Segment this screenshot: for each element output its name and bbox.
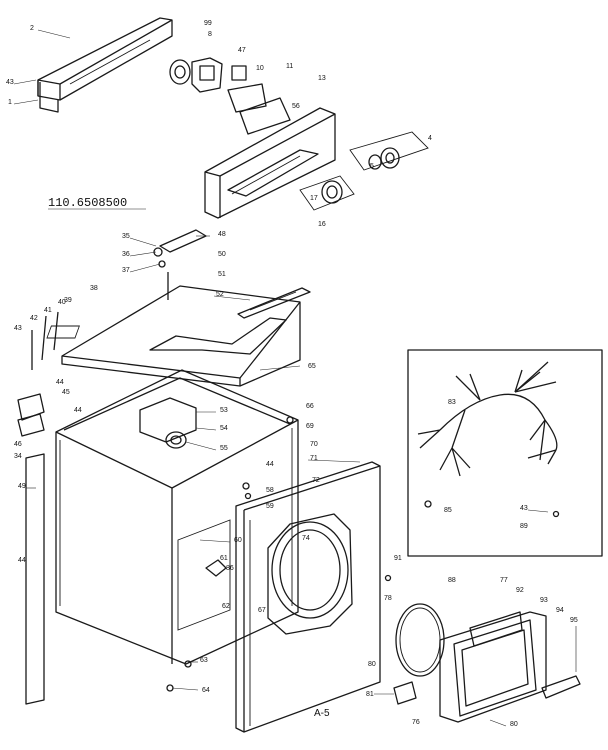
callout-60: 60 <box>234 537 242 544</box>
callout-50: 50 <box>218 251 226 258</box>
callout-10: 10 <box>256 65 264 72</box>
callout-44a: 44 <box>56 379 64 386</box>
callout-40: 40 <box>58 299 66 306</box>
callout-46: 46 <box>14 441 22 448</box>
callout-43b: 43 <box>14 325 22 332</box>
callout-36: 36 <box>122 251 130 258</box>
callout-47: 47 <box>238 47 246 54</box>
callout-62: 62 <box>222 603 230 610</box>
callout-44d: 44 <box>18 557 26 564</box>
wire-harness-inset <box>407 349 603 557</box>
callout-63: 63 <box>200 657 208 664</box>
blower-assembly <box>139 397 197 449</box>
control-panel <box>204 107 336 219</box>
callout-72: 72 <box>312 477 320 484</box>
callout-95: 95 <box>570 617 578 624</box>
small-fasteners <box>166 416 392 692</box>
callout-99: 99 <box>204 20 212 27</box>
callout-35: 35 <box>122 233 130 240</box>
callout-1: 1 <box>8 99 12 106</box>
callout-58: 58 <box>266 487 274 494</box>
door-handle <box>541 675 581 699</box>
callout-85: 85 <box>444 507 452 514</box>
callout-43: 43 <box>6 79 14 86</box>
callout-53: 53 <box>220 407 228 414</box>
callout-71: 71 <box>310 455 318 462</box>
callout-38: 38 <box>90 285 98 292</box>
callout-89: 89 <box>520 523 528 530</box>
console-backsplash <box>37 17 173 113</box>
callout-41: 41 <box>44 307 52 314</box>
figure-label: A-5 <box>314 708 330 719</box>
cabinet <box>55 369 299 665</box>
callout-5: 5 <box>370 163 374 170</box>
callout-56: 56 <box>292 103 300 110</box>
left-brackets <box>17 311 59 437</box>
callout-4: 4 <box>428 135 432 142</box>
callout-2: 2 <box>30 25 34 32</box>
callout-55: 55 <box>220 445 228 452</box>
leader-lines <box>13 29 577 727</box>
timer-knob-assembly <box>169 57 291 135</box>
callout-44c: 44 <box>266 461 274 468</box>
callout-80b: 80 <box>510 721 518 728</box>
callout-49: 49 <box>18 483 26 490</box>
callout-42: 42 <box>30 315 38 322</box>
callout-94: 94 <box>556 607 564 614</box>
callout-54: 54 <box>220 425 228 432</box>
callout-65: 65 <box>308 363 316 370</box>
callout-61: 61 <box>220 555 228 562</box>
door-seal <box>395 603 445 677</box>
callout-17: 17 <box>310 195 318 202</box>
callout-92: 92 <box>516 587 524 594</box>
dial-knob <box>299 175 355 211</box>
selector-knob <box>349 131 429 171</box>
callout-64: 64 <box>202 687 210 694</box>
callout-11: 11 <box>286 63 293 70</box>
callout-45: 45 <box>62 389 70 396</box>
callout-59: 59 <box>266 503 274 510</box>
lid-hinge-bracket <box>153 229 207 300</box>
callout-13: 13 <box>318 75 326 82</box>
callout-43c: 43 <box>520 505 528 512</box>
callout-16: 16 <box>318 221 326 228</box>
callout-48: 48 <box>218 231 226 238</box>
front-panel <box>235 461 381 733</box>
callout-8: 8 <box>208 31 212 38</box>
callout-83: 83 <box>448 399 456 406</box>
side-panel <box>25 453 45 705</box>
callout-76: 76 <box>412 719 420 726</box>
callout-39: 39 <box>64 297 72 304</box>
callout-91: 91 <box>394 555 402 562</box>
callouts: 2 99 8 43 1 47 10 11 56 13 5 4 17 16 35 … <box>6 20 578 728</box>
door-hinge <box>393 681 417 705</box>
callout-44b: 44 <box>74 407 82 414</box>
callout-80: 80 <box>368 661 376 668</box>
callout-66: 66 <box>306 403 314 410</box>
top-panel <box>46 285 301 387</box>
callout-78: 78 <box>384 595 392 602</box>
callout-69: 69 <box>306 423 314 430</box>
callout-86: 86 <box>226 565 234 572</box>
callout-67: 67 <box>258 607 266 614</box>
callout-34: 34 <box>14 453 22 460</box>
callout-88: 88 <box>448 577 456 584</box>
callout-74: 74 <box>302 535 310 542</box>
model-number: 110.6508500 <box>48 196 127 210</box>
callout-77: 77 <box>500 577 508 584</box>
callout-81: 81 <box>366 691 374 698</box>
callout-51: 51 <box>218 271 226 278</box>
loading-door <box>439 611 547 723</box>
lint-screen <box>237 287 311 319</box>
callout-93: 93 <box>540 597 548 604</box>
callout-70: 70 <box>310 441 318 448</box>
callout-37: 37 <box>122 267 130 274</box>
callout-52: 52 <box>216 291 224 298</box>
